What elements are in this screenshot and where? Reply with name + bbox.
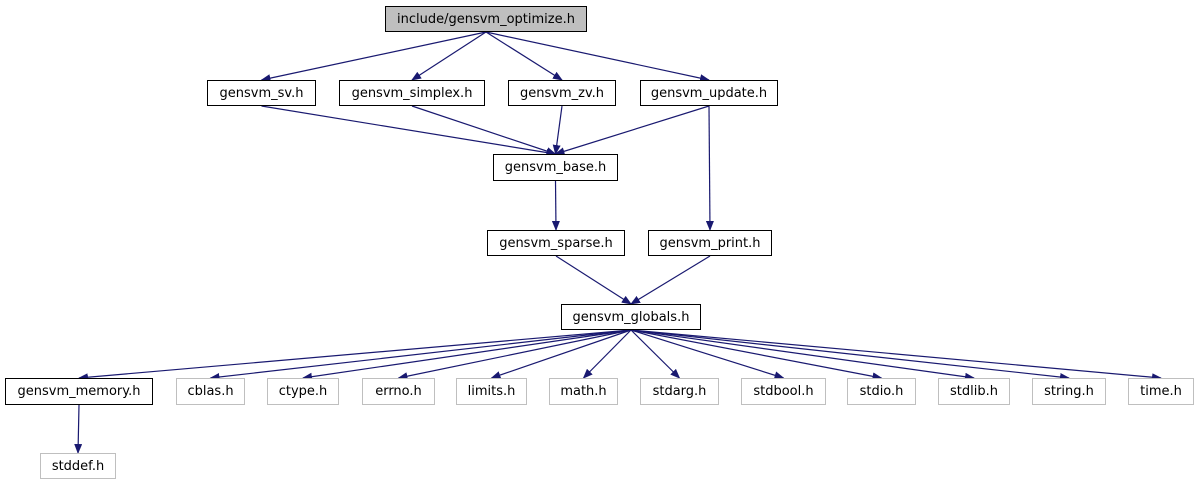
- node-gensvm-update[interactable]: gensvm_update.h: [640, 80, 778, 106]
- edge-optimize-to-simplex: [411, 31, 487, 81]
- edge-globals-to-stdarg: [630, 329, 681, 379]
- node-gensvm-zv[interactable]: gensvm_zv.h: [508, 80, 616, 106]
- edge-globals-to-cblas: [209, 329, 632, 381]
- edge-globals-to-math: [582, 329, 632, 379]
- edge-globals-to-ctype: [302, 329, 632, 381]
- node-gensvm-optimize: include/gensvm_optimize.h: [385, 6, 587, 32]
- edge-zv-to-base: [552, 105, 563, 155]
- edge-sparse-to-globals: [555, 255, 632, 305]
- node-stddef: stddef.h: [40, 453, 116, 479]
- edge-simplex-to-base: [411, 105, 557, 155]
- edge-optimize-to-update: [485, 31, 710, 83]
- edge-memory-to-stddef: [74, 404, 83, 454]
- node-math: math.h: [549, 378, 618, 405]
- edge-update-to-base: [554, 105, 710, 156]
- node-errno: errno.h: [362, 378, 435, 405]
- node-gensvm-memory[interactable]: gensvm_memory.h: [5, 378, 153, 405]
- node-ctype: ctype.h: [267, 378, 339, 405]
- node-gensvm-globals[interactable]: gensvm_globals.h: [561, 304, 701, 330]
- edge-optimize-to-zv: [485, 31, 563, 81]
- node-string: string.h: [1032, 378, 1106, 405]
- edge-globals-to-limits: [490, 329, 632, 379]
- edge-globals-to-stdio: [630, 329, 883, 381]
- edge-optimize-to-sv: [260, 31, 487, 83]
- edge-base-to-sparse: [551, 180, 560, 231]
- node-cblas: cblas.h: [176, 378, 245, 405]
- node-stdlib: stdlib.h: [938, 378, 1010, 405]
- edge-globals-to-memory: [78, 329, 632, 382]
- node-gensvm-sv[interactable]: gensvm_sv.h: [207, 80, 316, 106]
- edge-globals-to-stdlib: [630, 329, 975, 381]
- edge-globals-to-errno: [397, 329, 632, 381]
- node-limits: limits.h: [456, 378, 527, 405]
- node-gensvm-base[interactable]: gensvm_base.h: [493, 154, 618, 181]
- edge-globals-to-time: [630, 329, 1162, 382]
- node-time: time.h: [1128, 378, 1194, 405]
- edge-globals-to-stdbool: [630, 329, 785, 380]
- edge-print-to-globals: [630, 255, 711, 305]
- node-gensvm-print[interactable]: gensvm_print.h: [648, 230, 772, 256]
- edge-update-to-print: [705, 105, 714, 231]
- node-stdarg: stdarg.h: [640, 378, 719, 405]
- node-gensvm-sparse[interactable]: gensvm_sparse.h: [487, 230, 625, 256]
- edge-globals-to-string: [630, 329, 1070, 381]
- node-stdbool: stdbool.h: [741, 378, 826, 405]
- node-stdio: stdio.h: [847, 378, 916, 405]
- node-gensvm-simplex[interactable]: gensvm_simplex.h: [339, 80, 485, 106]
- edge-sv-to-base: [261, 105, 557, 157]
